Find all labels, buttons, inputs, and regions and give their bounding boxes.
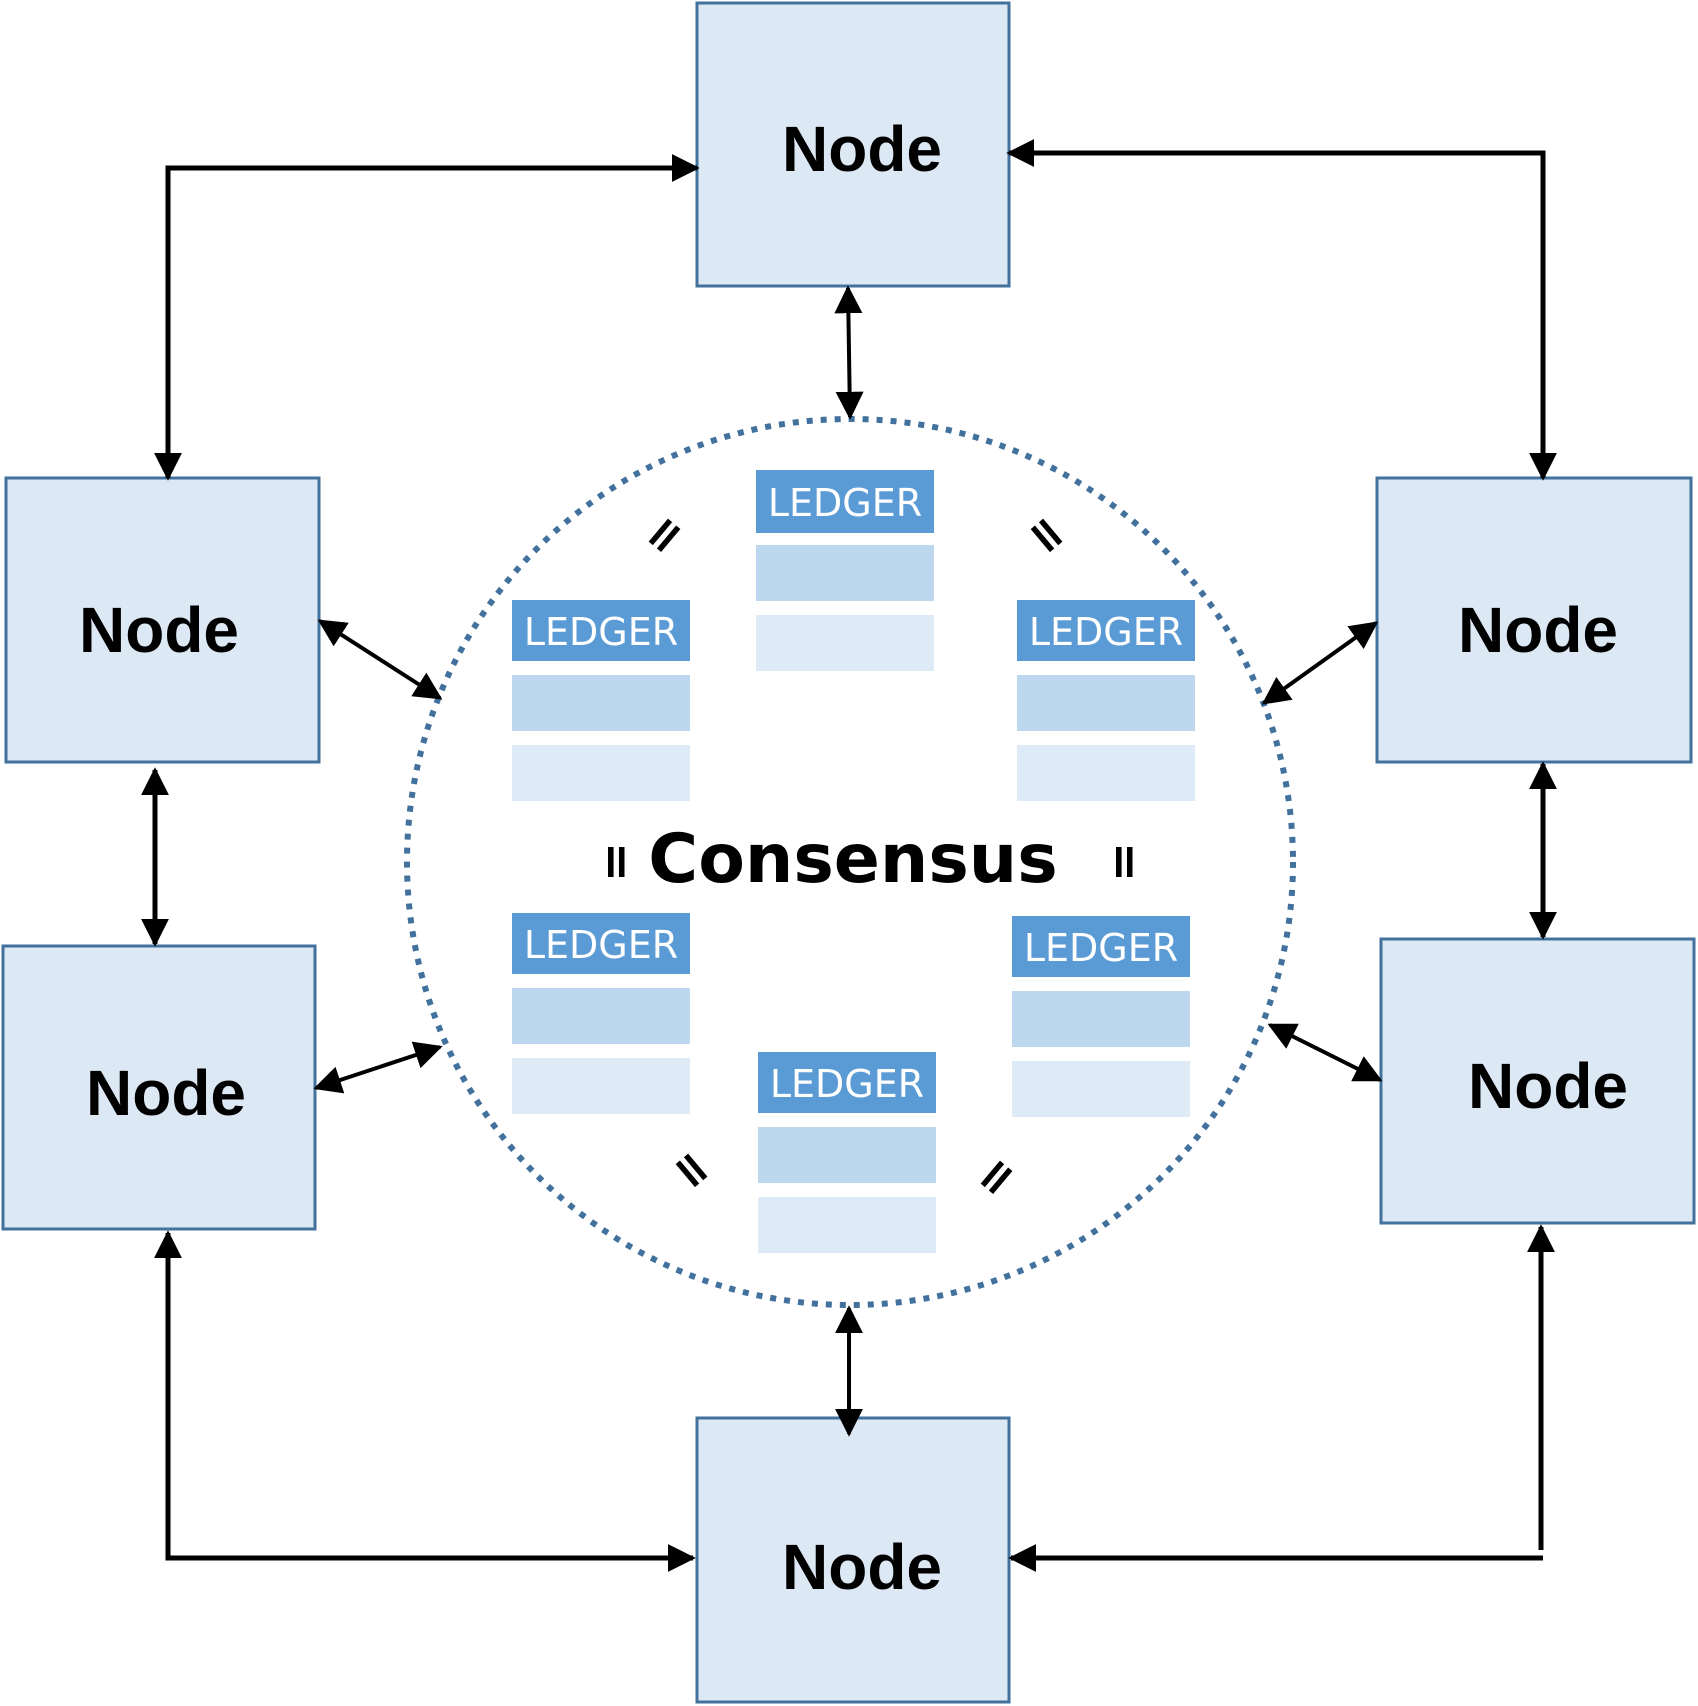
arrow-lower-right-to-bottom	[1011, 1227, 1543, 1558]
ledger-label: LEDGER	[1024, 926, 1178, 970]
ledger-bottom: LEDGER	[758, 1052, 936, 1253]
arrow-lower-left-to-consensus	[313, 1041, 443, 1094]
equals-sign: =	[629, 501, 698, 568]
arrow-lower-left-to-bottom	[154, 1230, 696, 1572]
node-upper-left[interactable]: Node	[4, 476, 321, 764]
ledger-label: LEDGER	[524, 610, 678, 654]
ledger-upper-right: LEDGER	[1017, 600, 1195, 801]
node-label: Node	[1468, 1050, 1628, 1122]
ledger-top: LEDGER	[756, 470, 934, 671]
ledger-label: LEDGER	[768, 481, 922, 525]
equals-sign: =	[961, 1143, 1030, 1210]
arrow-top-to-consensus	[834, 285, 864, 420]
node-label: Node	[782, 1531, 942, 1603]
node-bottom[interactable]: Node	[695, 1416, 1011, 1704]
arrow-upper-right-to-top	[1006, 139, 1557, 481]
equals-sign: =	[658, 1136, 727, 1203]
ledger-lower-left: LEDGER	[512, 913, 690, 1114]
ledger-lower-right: LEDGER	[1012, 916, 1190, 1117]
ledger-upper-left: LEDGER	[512, 600, 690, 801]
ledger-label: LEDGER	[1029, 610, 1183, 654]
ledger-label: LEDGER	[770, 1062, 924, 1106]
node-label: Node	[782, 113, 942, 185]
node-label: Node	[86, 1057, 246, 1129]
node-upper-right[interactable]: Node	[1375, 476, 1693, 764]
equals-sign: =	[1013, 501, 1082, 568]
node-lower-right[interactable]: Node	[1379, 937, 1696, 1225]
equals-sign: =	[1097, 842, 1153, 882]
node-label: Node	[79, 594, 239, 666]
node-top[interactable]: Node	[695, 1, 1011, 288]
arrow-lower-right-to-consensus	[1267, 1023, 1383, 1082]
arrow-upper-left-to-consensus	[317, 619, 443, 700]
arrow-upper-right-to-consensus	[1261, 621, 1379, 705]
node-lower-left[interactable]: Node	[1, 944, 317, 1231]
node-label: Node	[1458, 594, 1618, 666]
consensus-label: Consensus	[648, 820, 1057, 899]
equals-sign: =	[589, 842, 645, 882]
ledger-label: LEDGER	[524, 923, 678, 967]
arrow-upper-left-to-top	[154, 154, 700, 481]
